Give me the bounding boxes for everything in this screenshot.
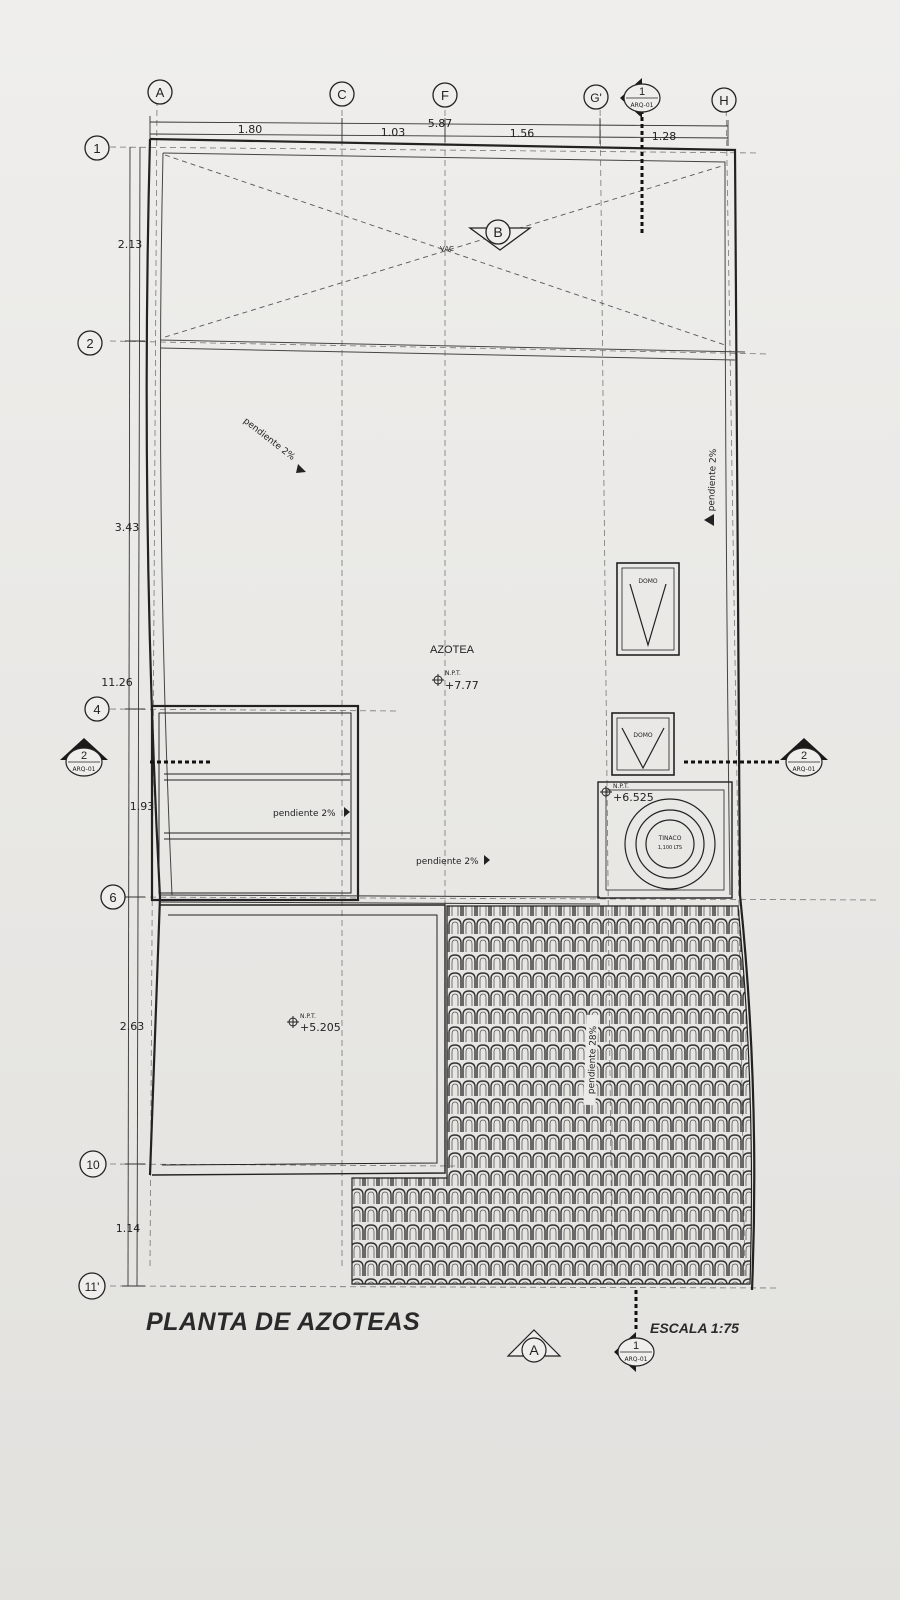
drawing-scale: ESCALA 1:75 [650,1320,739,1336]
grid-axes-horizontal [109,146,881,1289]
stair-box [150,704,360,902]
tinaco-platform [597,781,733,899]
drawing-title: PLANTA DE AZOTEAS [146,1308,421,1336]
parapet-inner [159,152,746,896]
bay-diagonals [164,154,726,346]
section-cut-lines [150,110,780,1330]
lower-roof-outline [151,904,446,1176]
clay-tile-roof [351,905,753,1285]
level-break-line [159,894,601,905]
domo-small [611,712,675,776]
building-outline [145,137,756,1291]
dimension-lines [122,116,729,1287]
domo-large [616,562,680,656]
